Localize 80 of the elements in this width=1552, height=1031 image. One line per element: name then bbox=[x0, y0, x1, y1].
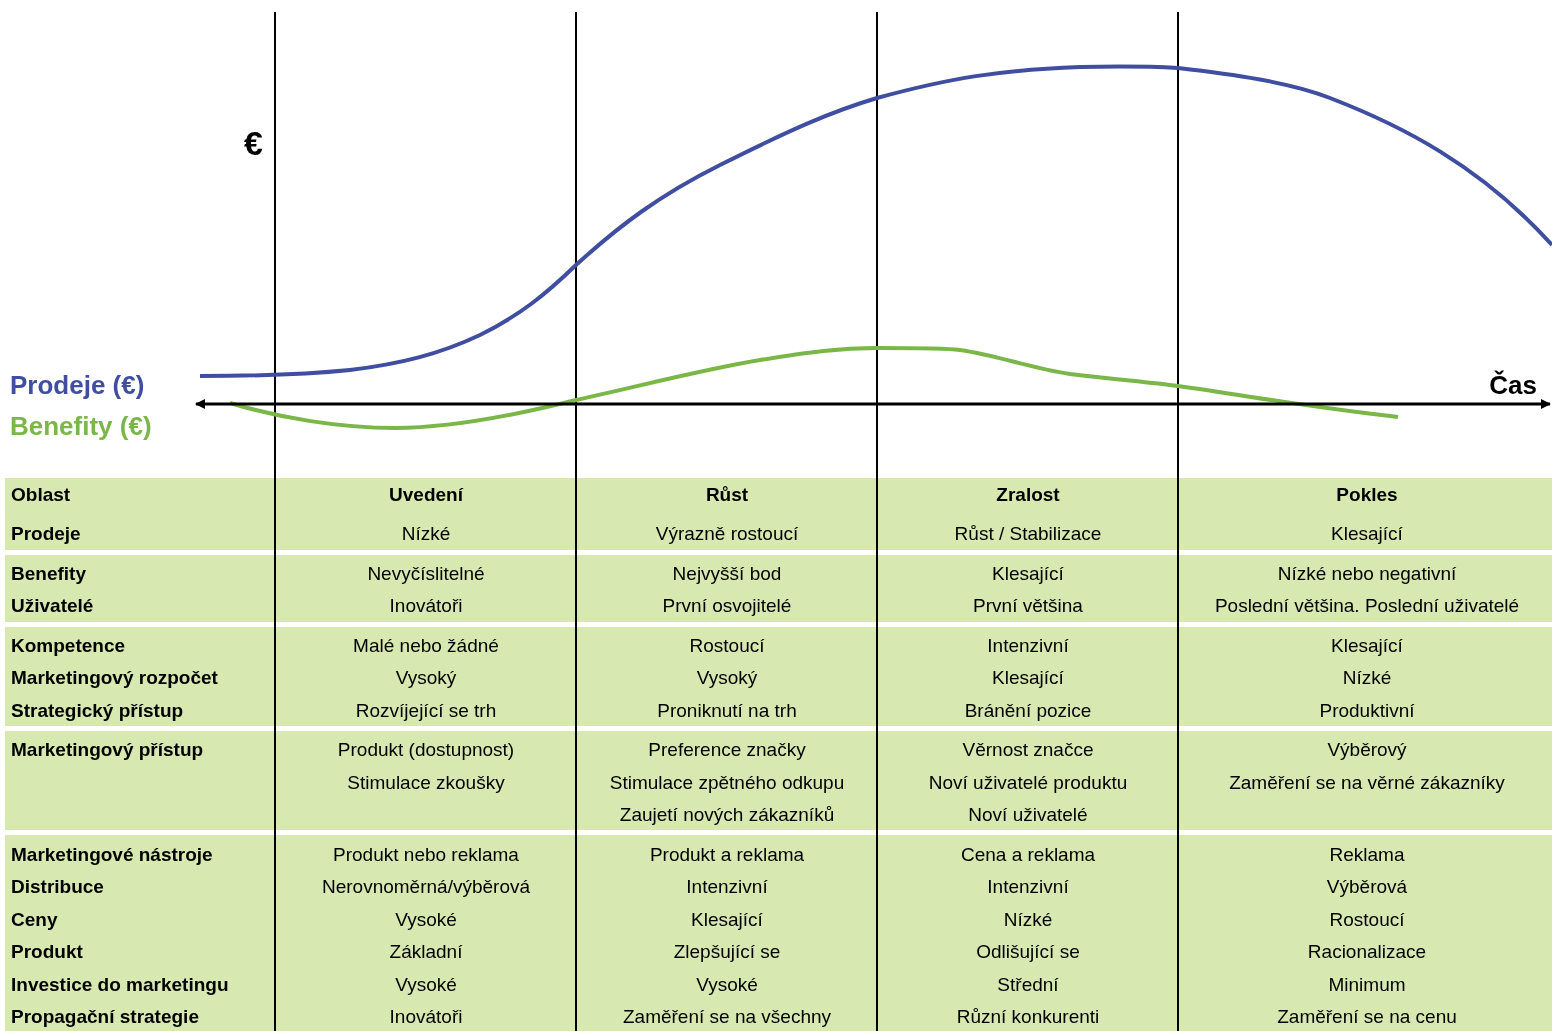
row-header: Produkt bbox=[11, 940, 83, 964]
row-header: Strategický přístup bbox=[11, 699, 184, 723]
row-header: Benefity bbox=[11, 562, 86, 586]
table-cell: Stimulace zkoušky bbox=[347, 771, 505, 795]
row-header: Marketingový rozpočet bbox=[11, 666, 218, 690]
table-cell: Produkt (dostupnost) bbox=[337, 738, 515, 762]
table-cell: Zlepšující se bbox=[673, 940, 781, 964]
table-cell: Klesající bbox=[992, 562, 1064, 586]
table-cell: Cena a reklama bbox=[960, 843, 1096, 867]
row-header: Investice do marketingu bbox=[11, 973, 229, 997]
table-cell: Klesající bbox=[691, 908, 763, 932]
table-cell: Intenzivní bbox=[987, 875, 1069, 899]
column-header: Růst bbox=[705, 483, 749, 507]
table-cell: Vysoký bbox=[395, 666, 457, 690]
table-cell: Klesající bbox=[992, 666, 1064, 690]
table-cell: Zaujetí nových zákazníků bbox=[619, 803, 835, 827]
row-header: Marketingový přístup bbox=[11, 738, 204, 762]
table-cell: Zaměření se na věrné zákazníky bbox=[1229, 771, 1505, 795]
table-cell: Inovátoři bbox=[389, 1005, 463, 1029]
table-cell: Bránění pozice bbox=[964, 699, 1092, 723]
column-header: Pokles bbox=[1336, 483, 1398, 507]
table-cell: Noví uživatelé produktu bbox=[928, 771, 1128, 795]
table-cell: Produktivní bbox=[1319, 699, 1415, 723]
currency-axis-label: € bbox=[244, 122, 263, 164]
table-cell: Racionalizace bbox=[1307, 940, 1427, 964]
series-label: Benefity (€) bbox=[10, 411, 152, 443]
table-cell: Noví uživatelé bbox=[968, 803, 1088, 827]
table-cell: Nízké bbox=[1003, 908, 1053, 932]
table-cell: Střední bbox=[997, 973, 1059, 997]
column-header: Zralost bbox=[996, 483, 1060, 507]
row-header: Prodeje bbox=[11, 522, 81, 546]
table-cell: Zaměření se na všechny bbox=[623, 1005, 831, 1029]
table-cell: Rostoucí bbox=[689, 634, 765, 658]
table-cell: Nejvyšší bod bbox=[672, 562, 782, 586]
table-cell: Růst / Stabilizace bbox=[954, 522, 1102, 546]
table-cell: Malé nebo žádné bbox=[353, 634, 499, 658]
table-cell: Vysoké bbox=[395, 908, 457, 932]
table-cell: Výběrová bbox=[1326, 875, 1408, 899]
table-cell: První osvojitelé bbox=[662, 594, 792, 618]
table-cell: Vysoké bbox=[395, 973, 457, 997]
table-cell: Intenzivní bbox=[686, 875, 768, 899]
table-cell: Minimum bbox=[1328, 973, 1406, 997]
table-cell: Rostoucí bbox=[1329, 908, 1405, 932]
table-cell: Nízké bbox=[401, 522, 451, 546]
column-header: Oblast bbox=[11, 483, 71, 507]
table-cell: Nerovnoměrná/výběrová bbox=[322, 875, 530, 899]
table-cell: Preference značky bbox=[648, 738, 806, 762]
table-cell: První většina bbox=[973, 594, 1083, 618]
table-cell: Výrazně rostoucí bbox=[655, 522, 799, 546]
table-cell: Zaměření se na cenu bbox=[1277, 1005, 1457, 1029]
table-cell: Reklama bbox=[1329, 843, 1405, 867]
table-cell: Věrnost značce bbox=[962, 738, 1094, 762]
table-cell: Poslední většina. Poslední uživatelé bbox=[1214, 594, 1520, 618]
table-cell: Produkt a reklama bbox=[649, 843, 805, 867]
row-header: Kompetence bbox=[11, 634, 126, 658]
table-cell: Nevyčíslitelné bbox=[367, 562, 485, 586]
table-cell: Základní bbox=[389, 940, 463, 964]
table-cell: Klesající bbox=[1331, 634, 1403, 658]
table-cell: Proniknutí na trh bbox=[657, 699, 797, 723]
table-cell: Nízké bbox=[1342, 666, 1392, 690]
row-header: Propagační strategie bbox=[11, 1005, 199, 1029]
table-cell: Stimulace zpětného odkupu bbox=[609, 771, 845, 795]
table-cell: Rozvíjející se trh bbox=[355, 699, 497, 723]
column-header: Uvedení bbox=[389, 483, 463, 507]
table-cell: Odlišující se bbox=[976, 940, 1080, 964]
table-cell: Inovátoři bbox=[389, 594, 463, 618]
table-cell: Vysoké bbox=[696, 973, 758, 997]
row-header: Marketingové nástroje bbox=[11, 843, 213, 867]
row-header: Uživatelé bbox=[11, 594, 94, 618]
table-cell: Vysoký bbox=[696, 666, 758, 690]
table-cell: Produkt nebo reklama bbox=[333, 843, 519, 867]
table-cell: Klesající bbox=[1331, 522, 1403, 546]
table-cell: Intenzivní bbox=[987, 634, 1069, 658]
table-cell: Nízké nebo negativní bbox=[1277, 562, 1457, 586]
row-header: Distribuce bbox=[11, 875, 104, 899]
table-cell: Různí konkurenti bbox=[956, 1005, 1100, 1029]
table-cell: Výběrový bbox=[1327, 738, 1407, 762]
series-label: Prodeje (€) bbox=[10, 370, 145, 402]
time-axis-label: Čas bbox=[1489, 370, 1537, 402]
row-header: Ceny bbox=[11, 908, 58, 932]
